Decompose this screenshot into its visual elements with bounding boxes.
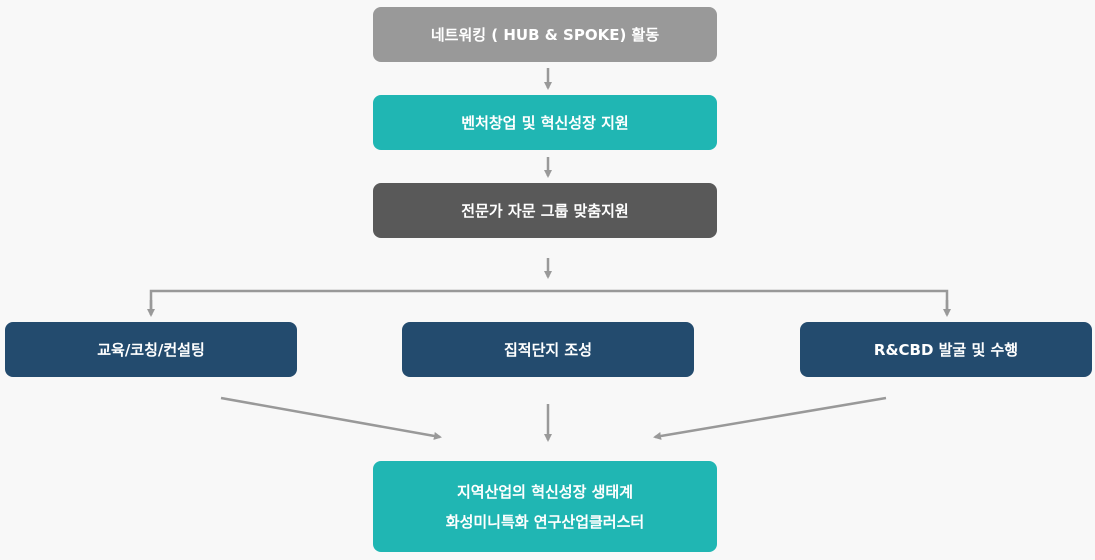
step-label: 네트워킹 ( HUB & SPOKE) 활동 bbox=[430, 25, 660, 44]
result-line-1: 지역산업의 혁신성장 생태계 bbox=[456, 482, 634, 501]
branch-label: 집적단지 조성 bbox=[503, 340, 593, 359]
result-line-2: 화성미니특화 연구산업클러스터 bbox=[445, 512, 645, 531]
branch-label: R&CBD 발굴 및 수행 bbox=[873, 340, 1019, 359]
branch-rcbd: R&CBD 발굴 및 수행 bbox=[800, 322, 1092, 377]
step-venture-support: 벤처창업 및 혁신성장 지원 bbox=[373, 95, 717, 150]
branch-label: 교육/코칭/컨설팅 bbox=[97, 340, 205, 359]
branch-connector bbox=[149, 289, 949, 314]
step-label: 벤처창업 및 혁신성장 지원 bbox=[461, 113, 629, 132]
result-cluster: 지역산업의 혁신성장 생태계 화성미니특화 연구산업클러스터 bbox=[373, 461, 717, 552]
branch-cluster-site: 집적단지 조성 bbox=[402, 322, 694, 377]
step-expert-group: 전문가 자문 그룹 맞춤지원 bbox=[373, 183, 717, 238]
arrow-rcbd-to-result bbox=[653, 396, 887, 440]
step-label: 전문가 자문 그룹 맞춤지원 bbox=[461, 201, 629, 220]
step-networking: 네트워킹 ( HUB & SPOKE) 활동 bbox=[373, 7, 717, 62]
arrow-education-to-result bbox=[220, 396, 442, 440]
branch-education: 교육/코칭/컨설팅 bbox=[5, 322, 297, 377]
